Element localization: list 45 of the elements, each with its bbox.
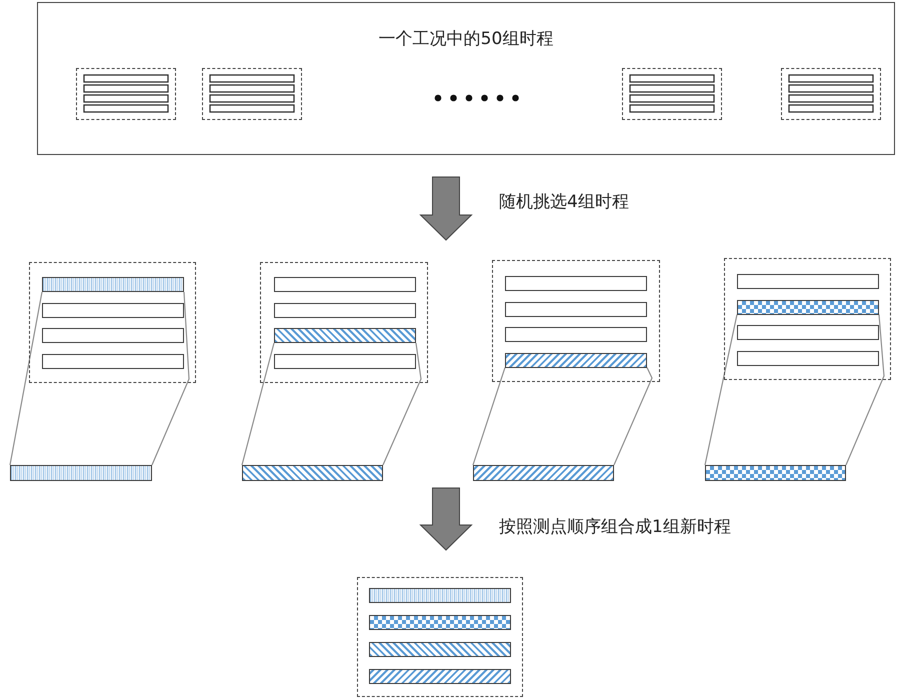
dashed-group-box	[781, 68, 881, 120]
dashed-group-box	[29, 262, 196, 383]
record-bar	[737, 325, 879, 340]
patterned-bar	[705, 465, 846, 481]
record-bar	[737, 274, 879, 289]
connector-line	[614, 367, 653, 466]
patterned-bar	[737, 300, 879, 314]
patterned-bar	[42, 277, 184, 292]
dashed-group-box	[76, 68, 176, 120]
container-box	[37, 2, 895, 155]
patterned-bar	[369, 669, 511, 684]
box-heading: 一个工况中的50组时程	[378, 28, 554, 50]
patterned-bar	[274, 328, 416, 343]
record-bar	[505, 302, 647, 316]
dashed-group-box	[202, 68, 302, 120]
connector-line	[382, 342, 422, 466]
record-bar	[274, 354, 416, 368]
patterned-bar	[473, 465, 614, 481]
connector-line	[152, 292, 190, 466]
record-bar	[42, 302, 184, 318]
dashed-group-box	[622, 68, 722, 120]
patterned-bar	[369, 588, 511, 603]
record-bar	[42, 354, 184, 368]
connector-line	[241, 342, 275, 466]
block-arrow	[419, 176, 473, 241]
patterned-bar	[10, 465, 152, 481]
record-bar	[505, 276, 647, 291]
patterned-bar	[369, 615, 511, 630]
dashed-group-box	[357, 577, 523, 697]
record-bar	[505, 327, 647, 342]
dashed-group-box	[260, 262, 428, 383]
edge-label: 按照测点顺序组合成1组新时程	[497, 515, 733, 538]
connector-line	[704, 314, 738, 466]
patterned-bar	[505, 352, 647, 368]
dashed-group-box	[724, 258, 891, 380]
record-bar	[42, 328, 184, 343]
dashed-group-box	[492, 260, 660, 382]
connector-line	[846, 314, 885, 466]
record-bar	[274, 302, 416, 318]
record-bar	[737, 350, 879, 366]
record-bar	[274, 277, 416, 292]
connector-line	[472, 367, 506, 466]
patterned-bar	[242, 465, 383, 481]
patterned-bar	[369, 642, 511, 657]
block-arrow	[419, 488, 473, 551]
